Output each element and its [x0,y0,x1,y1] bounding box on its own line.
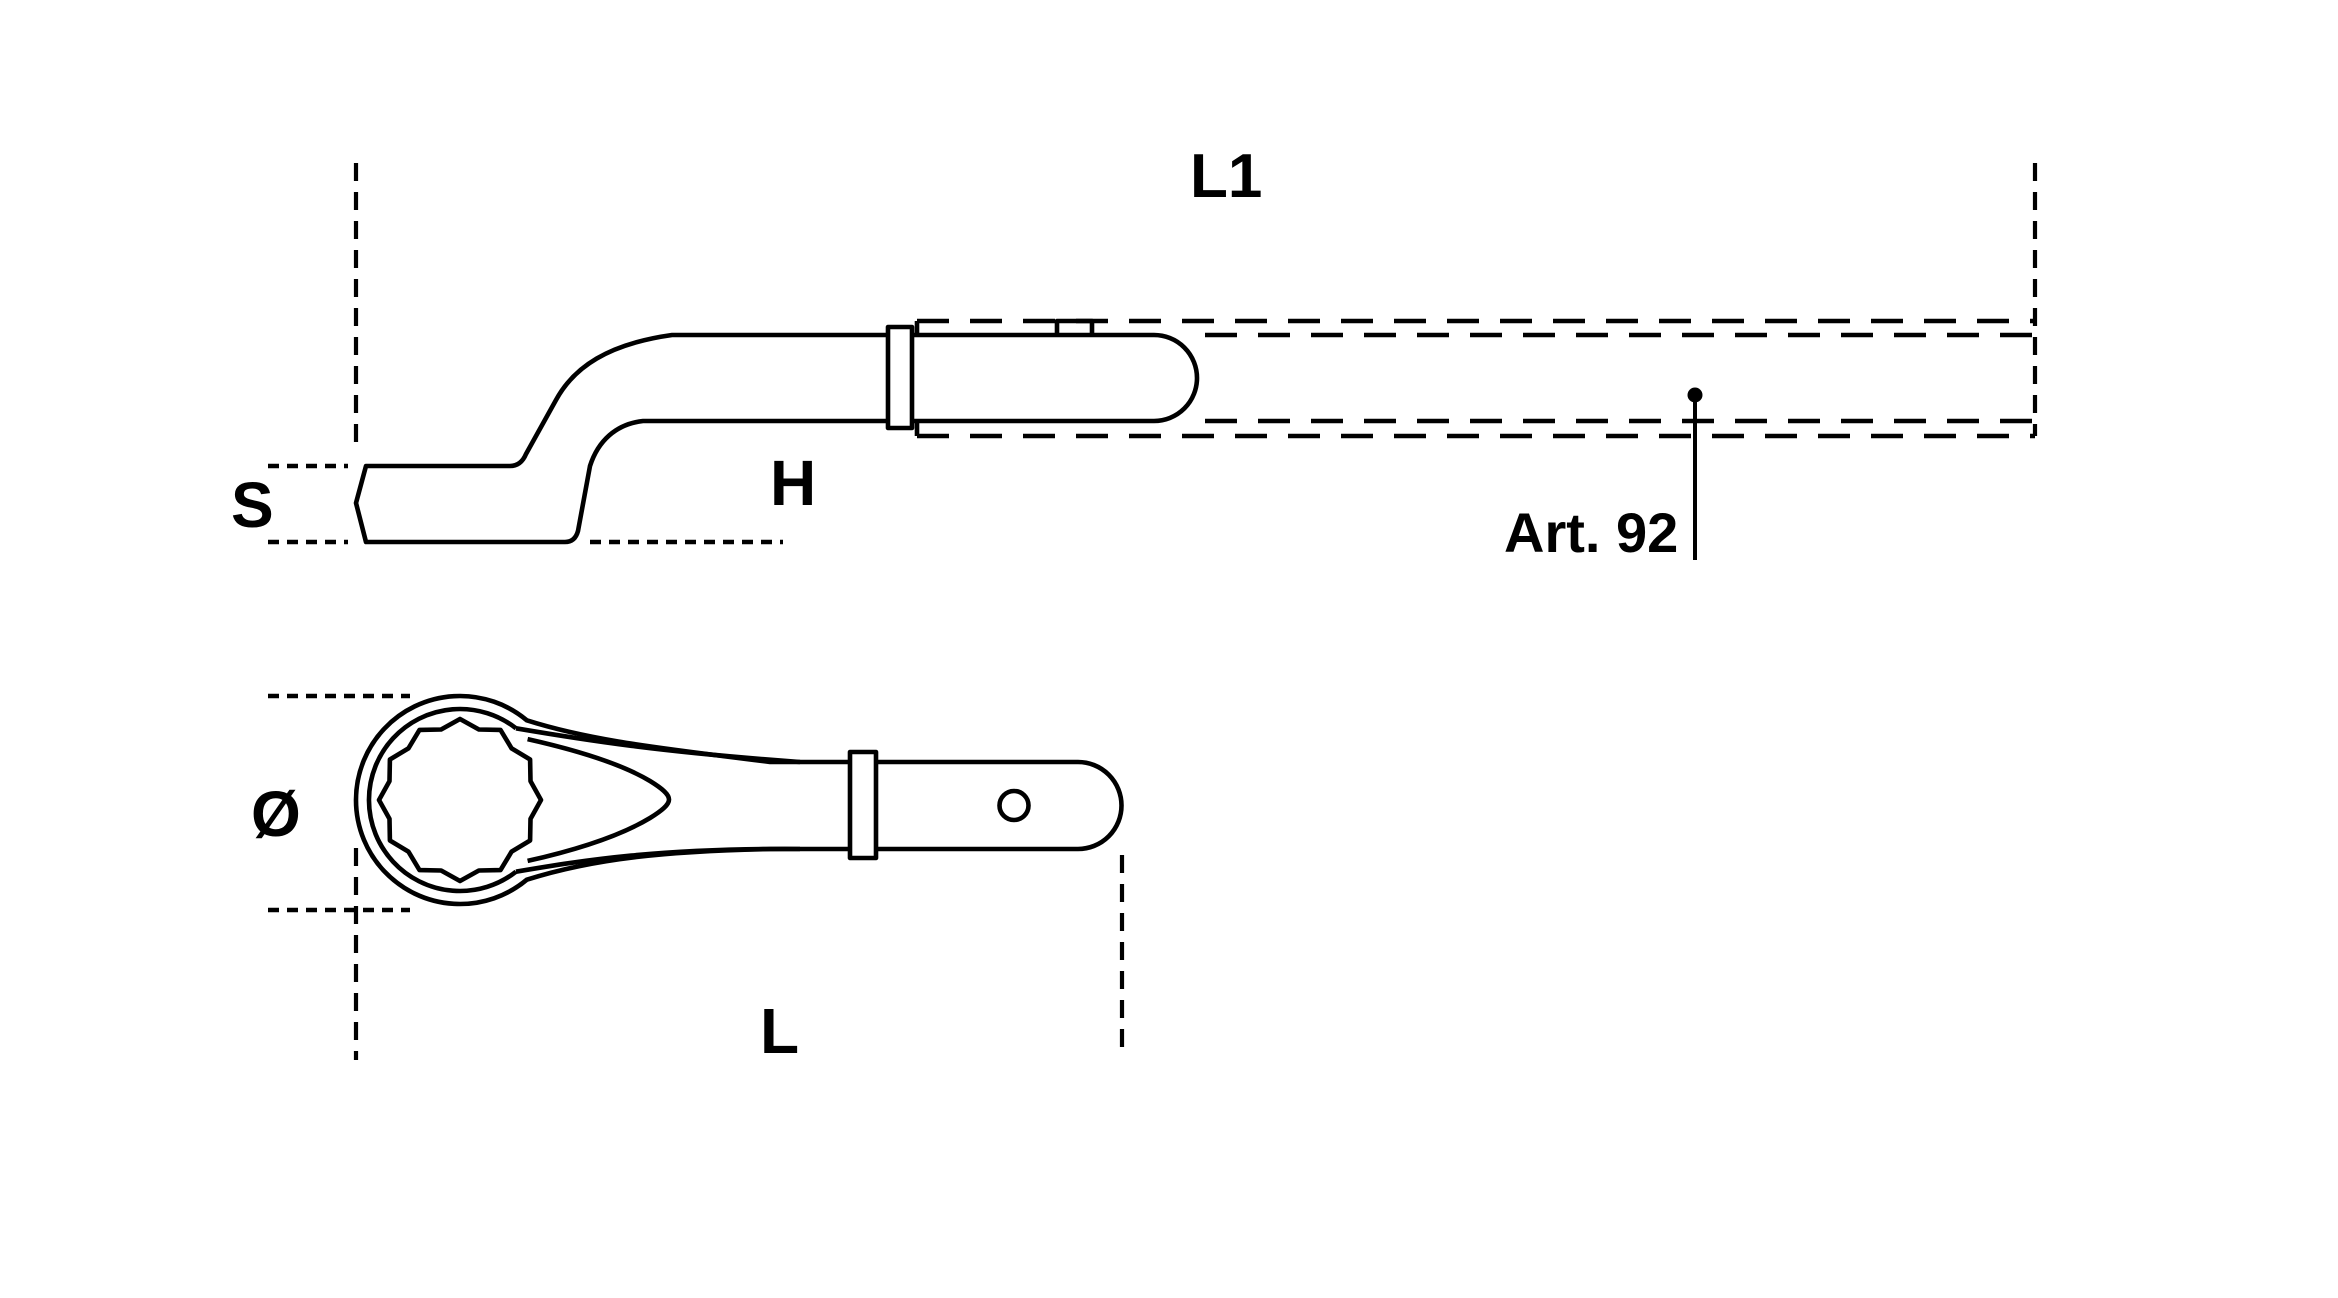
neck-teardrop-panel [527,736,672,864]
leader-dot [1687,387,1703,403]
label-diameter: Ø [251,778,301,850]
neck-inner-ridge-top [515,726,801,765]
collar-band-plan-view [847,749,879,861]
label-l: L [760,995,799,1067]
plan-view [268,693,1125,1060]
hanging-hole [997,788,1031,823]
label-l1: L1 [1190,142,1262,211]
wrench-side-profile [353,332,1200,545]
handle-tab [1054,318,1095,335]
label-s: S [231,469,274,541]
neck-inner-ridge-bottom [515,846,801,874]
ring-inner-ridge-arc [366,706,518,894]
art92-leader [1687,387,1703,560]
dimension-labels: L1 S H Art. 92 Ø L [231,142,1678,1067]
side-view [268,163,2038,560]
label-art-92: Art. 92 [1504,501,1678,564]
side-view-dimension-lines [268,163,2038,545]
label-h: H [770,447,816,519]
art92-variant-dashed-outline [914,318,2035,439]
wrench-plan-outline [353,693,1124,907]
collar-band-side-view [885,324,915,431]
bihex-socket-polygon [376,716,544,884]
plan-view-dimension-lines [268,693,1125,1060]
